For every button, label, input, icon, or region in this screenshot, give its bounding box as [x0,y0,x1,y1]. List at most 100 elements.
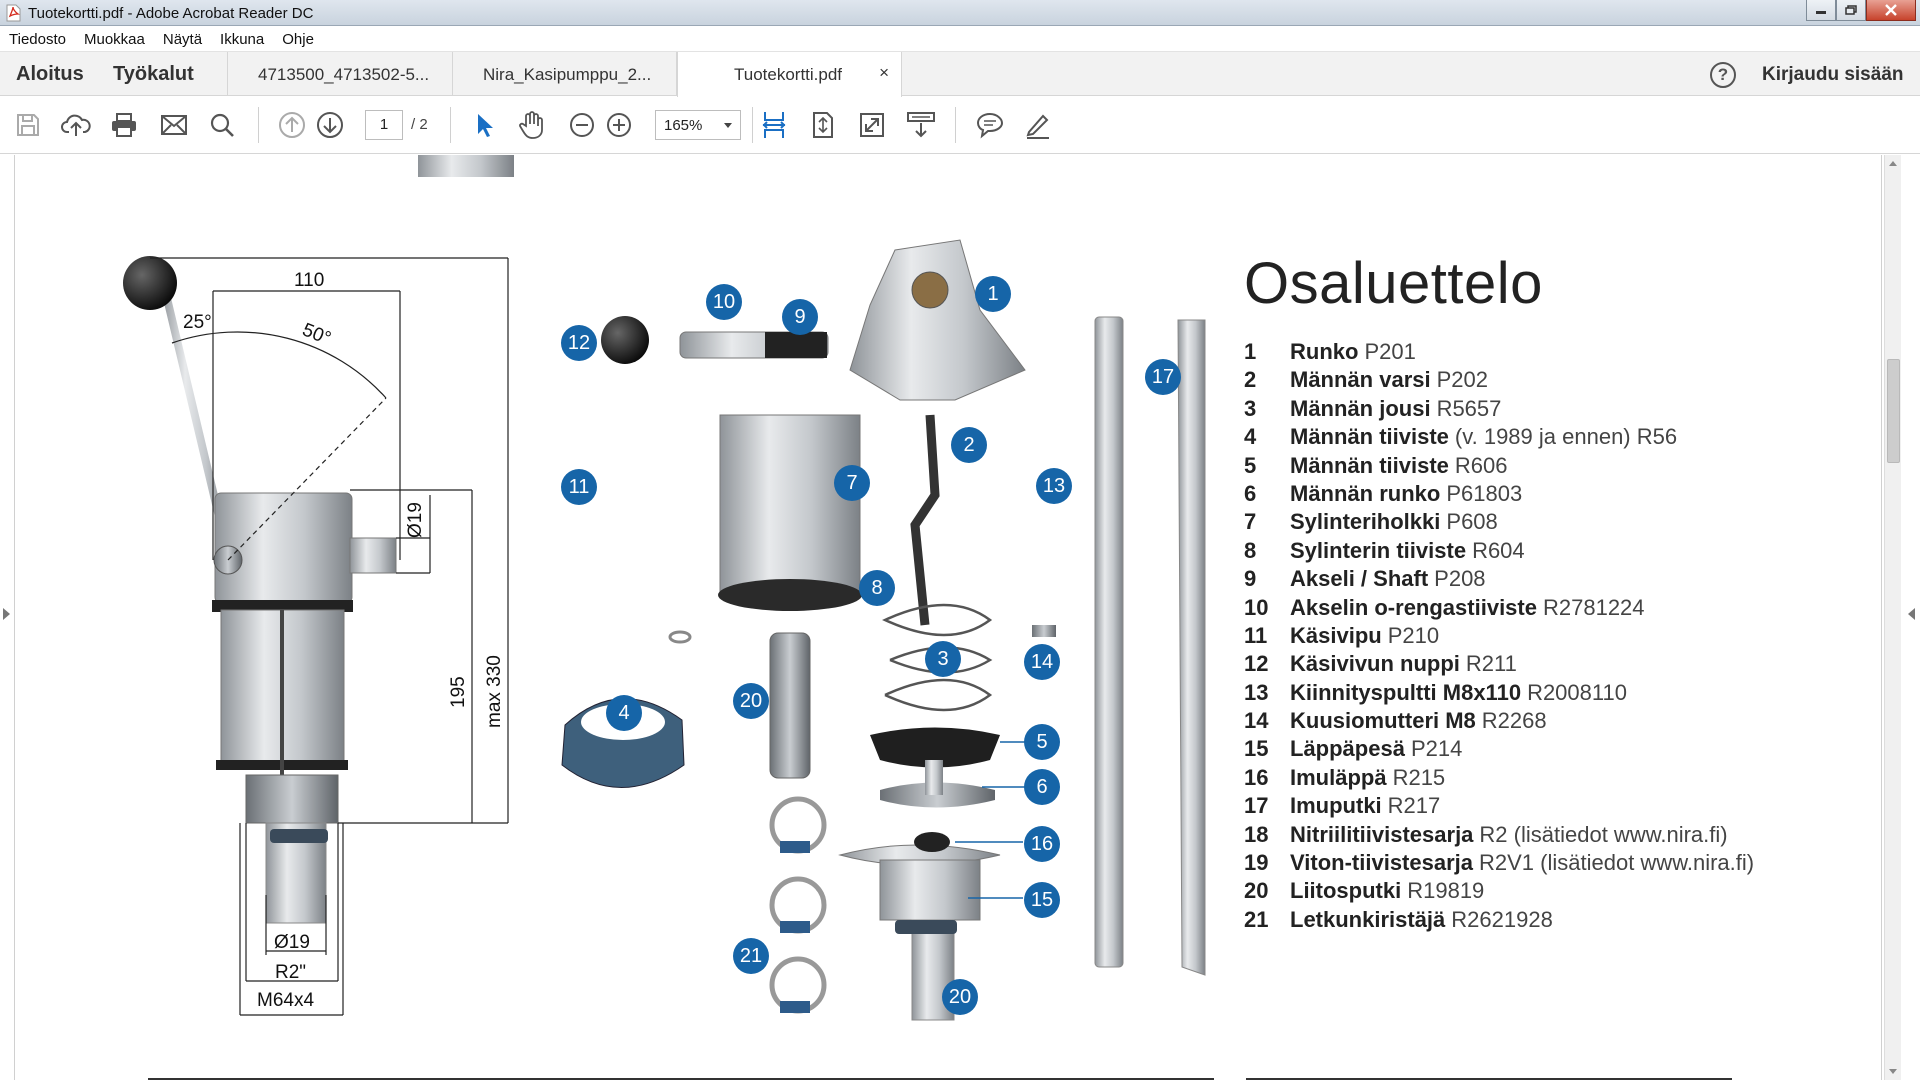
save-button[interactable] [12,109,44,141]
right-panel-toggle-icon[interactable] [1908,608,1915,620]
menu-file[interactable]: Tiedosto [9,31,66,48]
scroll-up-icon[interactable] [1889,161,1897,166]
zoom-select[interactable]: 165% [655,110,741,140]
tab-tools[interactable]: Työkalut [113,63,194,85]
callout-badge: 8 [859,570,895,606]
find-button[interactable] [206,109,238,141]
pen-icon [1026,114,1049,139]
part-name: Sylinterin tiiviste [1290,537,1467,563]
search-icon [210,113,234,137]
part-name: Imuputki [1290,793,1382,819]
part-code: R2268 [1481,708,1547,734]
zoom-value: 165% [664,117,703,134]
tab-document-active[interactable]: Tuotekortti.pdf × [677,52,902,97]
dimension-inlet-diameter: Ø19 [274,932,310,953]
toolbar-separator [752,107,753,143]
tab-home[interactable]: Aloitus [16,63,84,85]
part-name: Akseli / Shaft [1290,566,1429,592]
part-code: R2781224 [1542,594,1645,620]
next-page-button[interactable] [314,109,346,141]
left-panel-toggle-icon[interactable] [3,608,10,620]
menu-help[interactable]: Ohje [282,31,314,48]
maximize-button[interactable] [1836,0,1866,21]
part-name: Käsivipu [1290,622,1382,648]
menu-view[interactable]: Näytä [162,31,203,48]
toolbar-separator [258,107,259,143]
zoom-out-button[interactable] [566,109,598,141]
exploded-parts [561,239,1206,1021]
fit-page-button[interactable] [807,109,839,141]
menu-edit[interactable]: Muokkaa [83,31,145,48]
hand-tool-button[interactable] [516,109,548,141]
upload-button[interactable] [60,109,92,141]
part-name: Runko [1290,339,1359,364]
select-tool-button[interactable] [468,109,500,141]
part-number: 21 [1244,906,1269,932]
callout-badge: 6 [1024,769,1060,805]
email-button[interactable] [158,109,190,141]
minimize-button[interactable] [1806,0,1836,21]
part-number: 11 [1244,622,1268,648]
page-number-input[interactable]: 1 [365,110,403,140]
part-number: 19 [1244,850,1269,876]
callout-badge: 4 [606,695,642,731]
callout-badge: 16 [1024,826,1060,862]
fit-width-icon [762,112,786,138]
part-code: P214 [1410,736,1463,762]
part-name: Männän runko [1290,480,1441,506]
menu-window[interactable]: Ikkuna [220,31,265,48]
callout-badge: 20 [942,979,978,1015]
close-window-button[interactable] [1866,0,1916,21]
scrollbar-thumb[interactable] [1887,359,1900,463]
help-button[interactable]: ? [1710,62,1736,88]
scroll-down-icon[interactable] [1889,1069,1897,1074]
vertical-scrollbar[interactable] [1884,155,1901,1080]
part-code: P201 [1364,339,1416,364]
zoom-in-button[interactable] [603,109,635,141]
part-code: R606 [1454,452,1508,478]
dimension-lines [150,257,509,1016]
part-code: R2V1 (lisätiedot www.nira.fi) [1479,850,1755,876]
sign-in-button[interactable]: Kirjaudu sisään [1762,64,1904,85]
part-name: Männän varsi [1290,367,1431,393]
draw-button[interactable] [1022,109,1054,141]
restore-icon [1845,5,1857,15]
part-code: P210 [1387,622,1440,648]
callout-badge: 15 [1024,882,1060,918]
menu-bar: Tiedosto Muokkaa Näytä Ikkuna Ohje [0,27,1920,52]
callout-badge: 7 [834,465,870,501]
part-code: P608 [1446,509,1498,535]
tab-document-1[interactable]: 4713500_4713502-5... [227,52,452,96]
callout-badge: 3 [925,641,961,677]
toolbar: 1 / 2 165% [0,97,1920,154]
callout-badge: 17 [1145,359,1181,395]
full-screen-button[interactable] [856,109,888,141]
tab-document-2[interactable]: Nira_Kasipumppu_2... [452,52,677,96]
previous-page-button[interactable] [276,109,308,141]
zoom-out-icon [570,113,594,137]
part-name: Kuusiomutteri M8 [1290,708,1476,734]
part-code: P202 [1436,367,1488,393]
part-code: P61803 [1446,480,1523,506]
page-total: / 2 [411,116,428,133]
part-number: 4 [1244,424,1257,450]
scroll-mode-icon [907,112,935,138]
part-name: Läppäpesä [1290,736,1405,762]
callout-badge: 5 [1024,724,1060,760]
print-button[interactable] [108,109,140,141]
part-name: Sylinteriholkki [1290,509,1441,535]
dimension-angle-25: 25° [183,312,212,333]
comment-button[interactable] [974,109,1006,141]
scroll-mode-button[interactable] [905,109,937,141]
part-number: 20 [1244,878,1269,904]
toolbar-separator [450,107,451,143]
parts-list-title: Osaluettelo [1244,251,1543,316]
part-code: R211 [1465,651,1517,677]
fit-width-button[interactable] [758,109,790,141]
close-tab-icon[interactable]: × [879,63,889,82]
